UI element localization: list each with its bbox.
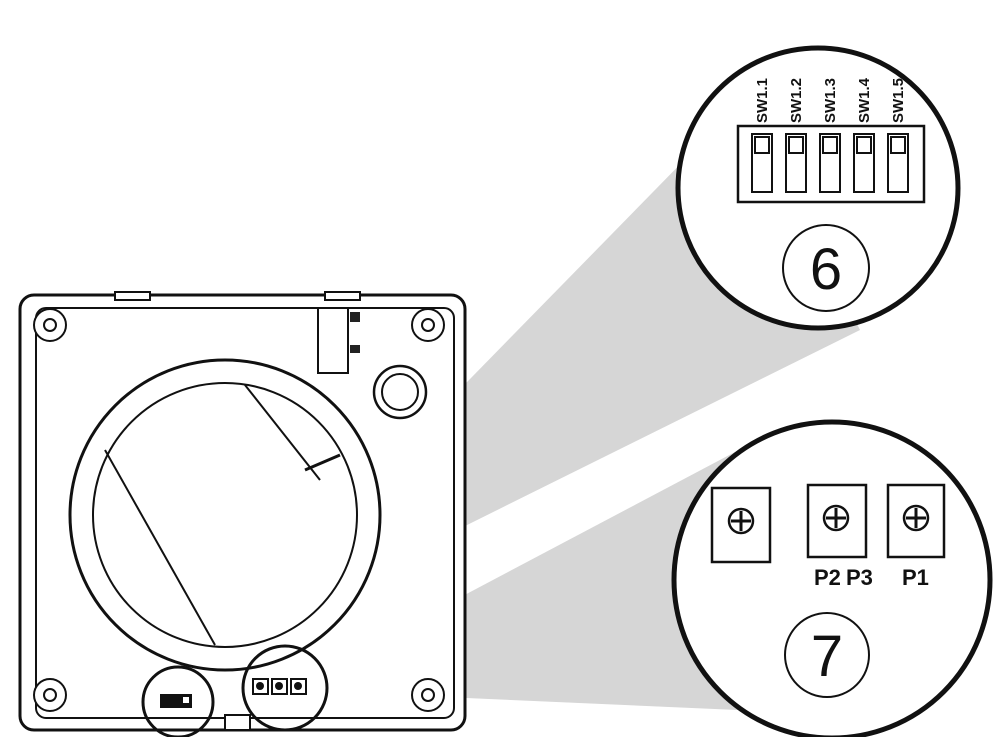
switch-label-2: SW1.2 (788, 78, 805, 123)
switch-label-1: SW1.1 (754, 78, 771, 123)
pot-label-p3: P3 (846, 565, 873, 590)
corner-screw-top-right (411, 308, 445, 342)
switch-label-3: SW1.3 (822, 78, 839, 123)
callout-6-zoom: SW1.1 SW1.2 SW1.3 SW1.4 SW1.5 6 (675, 45, 961, 331)
callout-6-badge (782, 224, 870, 312)
callout-6-number: 6 (810, 237, 842, 302)
callout-7-zoom: P2 P3 P1 7 (671, 419, 993, 741)
potentiometer-middle (806, 483, 868, 559)
potentiometer-left (710, 486, 772, 564)
callout-7-number: 7 (811, 624, 843, 689)
dip-switch-2 (785, 133, 807, 193)
dip-switch-3 (819, 133, 841, 193)
dip-switch-1 (751, 133, 773, 193)
potentiometer-right (886, 483, 946, 559)
device-housing (18, 291, 467, 732)
dip-switch-4 (853, 133, 875, 193)
cable-gland (372, 364, 428, 420)
marker-7-location (241, 644, 329, 732)
corner-screw-bottom-right (411, 678, 445, 712)
corner-screw-bottom-left (33, 678, 67, 712)
pot-label-p1: P1 (902, 565, 929, 590)
callout-7-badge (784, 612, 870, 698)
pot-label-p2: P2 (814, 565, 841, 590)
dip-switch-5 (887, 133, 909, 193)
switch-label-5: SW1.5 (890, 78, 907, 123)
corner-screw-top-left (33, 308, 67, 342)
housing-dip-switch (317, 307, 360, 374)
switch-label-4: SW1.4 (856, 77, 873, 123)
damper-opening (68, 358, 382, 672)
